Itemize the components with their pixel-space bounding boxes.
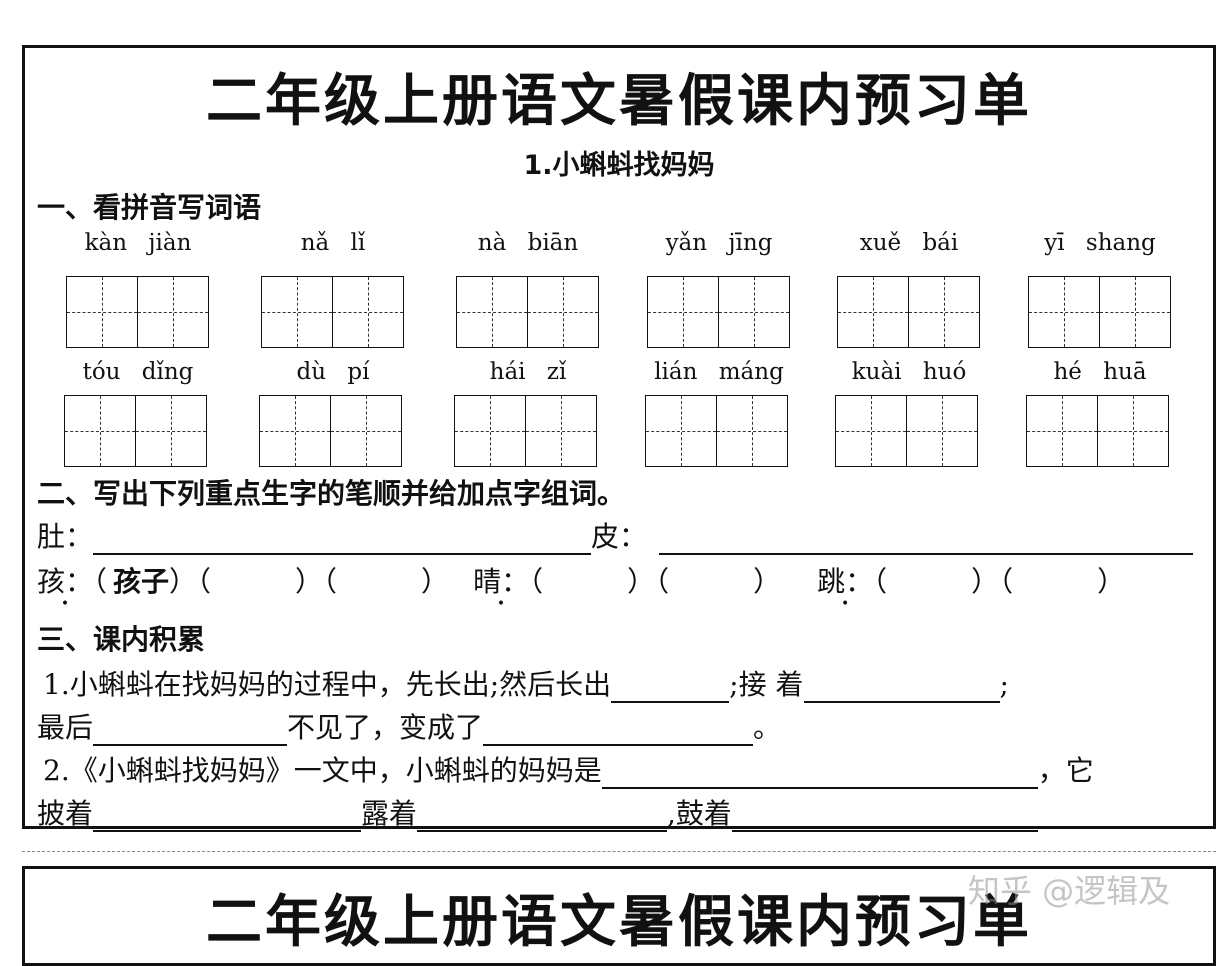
char-qing: 晴： — [473, 565, 529, 598]
pinyin-11: kuài huó — [851, 359, 967, 385]
question-2-line1: 2.《小蝌蚪找妈妈》一文中，小蝌蚪的妈妈是 ，它 — [43, 749, 1094, 789]
pinyin-6: yī shang — [1044, 230, 1156, 256]
page-divider — [22, 851, 1216, 852]
pinyin-4: yǎn jīng — [665, 230, 773, 256]
char-hai: 孩： — [37, 565, 93, 598]
answer-blank[interactable] — [483, 712, 754, 746]
word-group-line: 孩：（孩子）（ ）（ ）晴：（ ）（ ）跳：（ ）（ ） — [37, 560, 1125, 600]
tianzige-grid[interactable] — [456, 276, 600, 348]
question-2-text: ，它 — [1037, 754, 1094, 787]
tianzige-grid[interactable] — [645, 395, 789, 467]
lesson-title: 1.小蝌蚪找妈妈 — [523, 150, 715, 181]
pinyin-12: hé huā — [1053, 359, 1147, 385]
question-1-text: ; — [999, 668, 1009, 701]
tianzige-grid[interactable] — [1028, 276, 1172, 348]
char-du: 肚： — [37, 520, 94, 553]
tianzige-grid[interactable] — [835, 395, 979, 467]
pinyin-2: nǎ lǐ — [300, 230, 366, 256]
pinyin-3: nà biān — [477, 230, 579, 256]
question-2-text: 露着 — [361, 797, 418, 830]
pinyin-10: lián máng — [654, 359, 784, 385]
question-1-line2: 最后 不见了，变成了 。 — [37, 706, 781, 746]
question-2-line2: 披着 露着 ,鼓着 — [37, 792, 1038, 832]
char-pi: 皮： — [591, 520, 648, 553]
tiao-blanks[interactable]: （ ）（ ） — [873, 565, 1126, 598]
question-2-text: 2.《小蝌蚪找妈妈》一文中，小蝌蚪的妈妈是 — [43, 754, 602, 787]
pinyin-1: kàn jiàn — [84, 230, 192, 256]
question-2-text: ,鼓着 — [667, 797, 732, 830]
section2-heading: 二、写出下列重点生字的笔顺并给加点字组词。 — [37, 477, 626, 510]
answer-blank[interactable] — [731, 798, 1038, 832]
char-tiao: 跳： — [817, 565, 873, 598]
pinyin-5: xuě bái — [859, 230, 959, 256]
answer-blank[interactable] — [93, 521, 592, 555]
section3-heading: 三、课内积累 — [37, 623, 206, 656]
tianzige-grid[interactable] — [261, 276, 405, 348]
pinyin-7: tóu dǐng — [82, 359, 194, 385]
tianzige-grid[interactable] — [1026, 395, 1170, 467]
worksheet: 二年级上册语文暑假课内预习单 1.小蝌蚪找妈妈 一、看拼音写词语 kàn jià… — [22, 45, 1216, 832]
hai-blanks[interactable]: ）（ ）（ ） — [169, 565, 450, 598]
answer-blank[interactable] — [93, 798, 362, 832]
question-1-text: 。 — [753, 711, 782, 744]
question-1-line1: 1.小蝌蚪在找妈妈的过程中，先长出;然后长出 ;接 着; — [43, 663, 1009, 703]
tianzige-grid[interactable] — [647, 276, 791, 348]
question-2-text: 披着 — [37, 797, 94, 830]
answer-blank[interactable] — [417, 798, 668, 832]
answer-blank[interactable] — [601, 755, 1038, 789]
answer-blank[interactable] — [803, 669, 1000, 703]
question-1-text: ;接 着 — [729, 668, 804, 701]
pinyin-8: dù pí — [296, 359, 370, 385]
example-word: 孩子 — [113, 565, 170, 598]
answer-blank[interactable] — [659, 521, 1194, 555]
answer-blank[interactable] — [611, 669, 730, 703]
question-1-text: 不见了，变成了 — [287, 711, 484, 744]
question-1-text: 最后 — [37, 711, 94, 744]
stroke-line-du: 肚： 皮： — [37, 515, 1194, 555]
question-1-text: 1.小蝌蚪在找妈妈的过程中，先长出;然后长出 — [43, 668, 612, 701]
tianzige-grid[interactable] — [66, 276, 210, 348]
tianzige-grid[interactable] — [64, 395, 208, 467]
tianzige-grid[interactable] — [454, 395, 598, 467]
page-title: 二年级上册语文暑假课内预习单 — [206, 68, 1032, 134]
section1-heading: 一、看拼音写词语 — [37, 191, 262, 224]
tianzige-grid[interactable] — [837, 276, 981, 348]
paren-open: （ — [93, 565, 108, 598]
qing-blanks[interactable]: （ ）（ ） — [529, 565, 782, 598]
tianzige-grid[interactable] — [259, 395, 403, 467]
watermark: 知乎 @逻辑及 — [968, 872, 1171, 910]
pinyin-9: hái zǐ — [489, 359, 567, 385]
answer-blank[interactable] — [93, 712, 288, 746]
